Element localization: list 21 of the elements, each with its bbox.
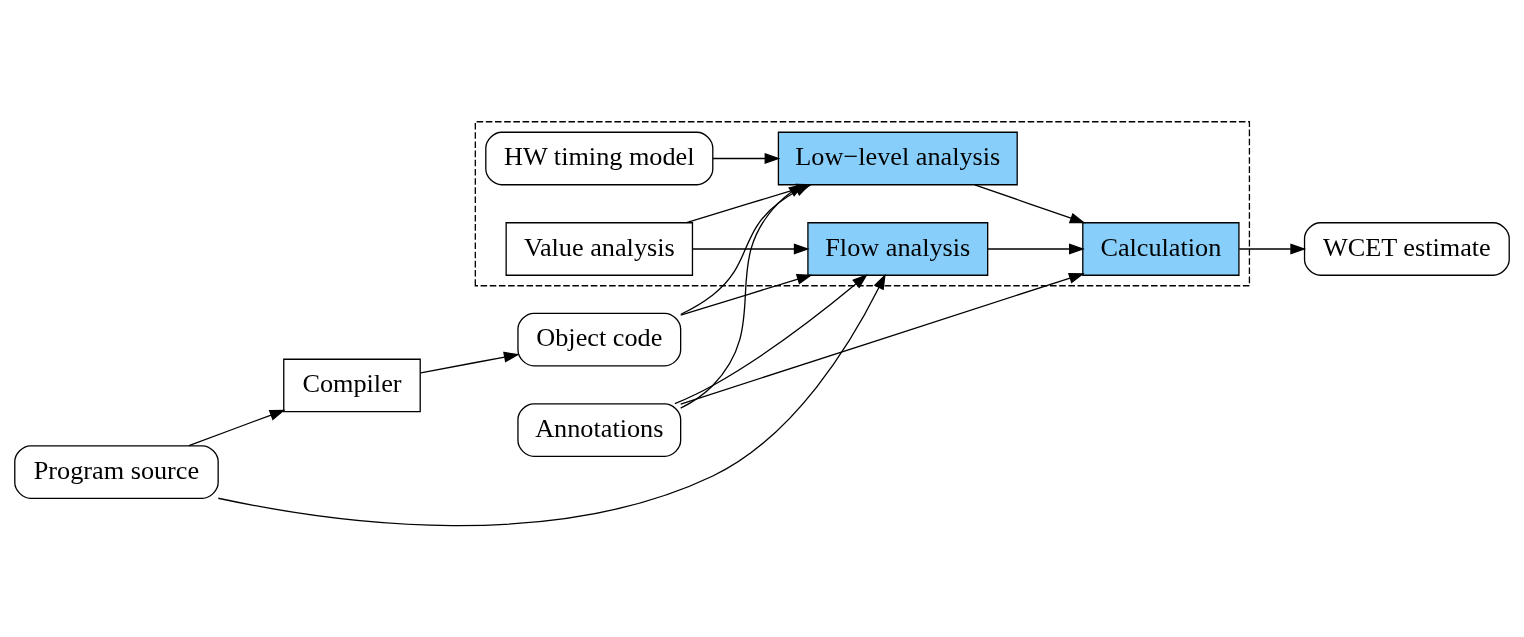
node-box: Annotations: [517, 403, 682, 457]
arrow: [680, 272, 1085, 405]
node-box: Value analysis: [505, 222, 694, 276]
arrow: [674, 274, 868, 405]
node-box: Object code: [517, 312, 682, 367]
node-box: WCET estimate: [1303, 222, 1510, 276]
arrow: [680, 274, 813, 316]
arrow: [987, 243, 1085, 255]
arrow: [974, 184, 1086, 224]
arrow: [712, 152, 781, 164]
arrow: [420, 351, 520, 374]
node-box: Flow analysis: [807, 222, 989, 276]
arrow: [188, 409, 286, 447]
arrow: [1238, 243, 1307, 255]
arrow: [691, 243, 810, 255]
node-box: Compiler: [283, 358, 421, 413]
arrow: [217, 273, 886, 527]
node-box: HW timing model: [485, 131, 714, 186]
node-box: Low−level analysis: [777, 131, 1018, 186]
node-box: Calculation: [1082, 222, 1240, 276]
node-box: Program source: [14, 445, 219, 499]
